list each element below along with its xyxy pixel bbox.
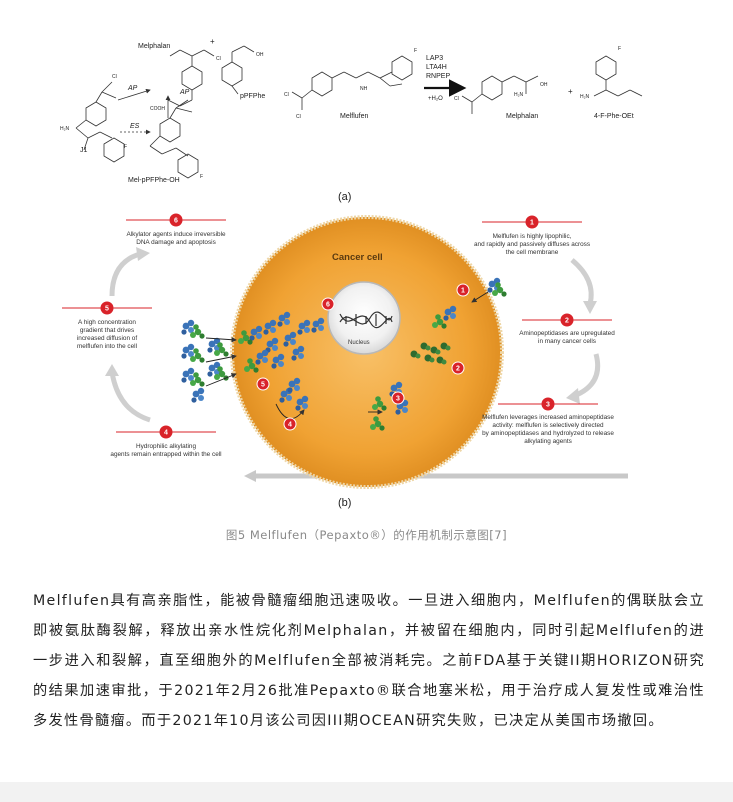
step-4: 4 Hydrophilic alkylating agents remain e… xyxy=(110,425,222,458)
svg-text:OH: OH xyxy=(256,52,264,58)
svg-text:alkylating agents: alkylating agents xyxy=(524,438,572,445)
svg-text:Aminopeptidases are upregulate: Aminopeptidases are upregulated xyxy=(519,330,615,337)
water-label: +H₂O xyxy=(428,96,443,102)
svg-text:activity: melflufen is selecti: activity: melflufen is selectively direc… xyxy=(492,422,604,429)
svg-text:the cell membrane: the cell membrane xyxy=(506,249,559,256)
svg-text:NH: NH xyxy=(360,86,368,92)
step-3: 3 Melflufen leverages increased aminopep… xyxy=(482,397,614,445)
step-2: 2 Aminopeptidases are upregulated in man… xyxy=(519,313,615,345)
svg-text:A high concentration: A high concentration xyxy=(78,319,136,326)
nucleus-label: Nucleus xyxy=(348,340,370,346)
figure-caption: 图5 Melflufen（Pepaxto®）的作用机制示意图[7] xyxy=(225,528,508,542)
melflufen-structure xyxy=(291,55,413,110)
body-paragraph: Melflufen具有高亲脂性，能被骨髓瘤细胞迅速吸收。一旦进入细胞内，Melf… xyxy=(33,593,705,729)
svg-text:6: 6 xyxy=(326,302,330,309)
svg-text:Hydrophilic alkylating: Hydrophilic alkylating xyxy=(136,443,196,450)
svg-text:2: 2 xyxy=(456,366,460,373)
ppfphe-label: pPFPhe xyxy=(240,93,265,100)
svg-text:4: 4 xyxy=(288,422,292,429)
svg-text:Melflufen leverages increased: Melflufen leverages increased aminopepti… xyxy=(482,414,614,421)
ap-label-1: AP xyxy=(127,85,138,92)
cancer-cell-label: Cancer cell xyxy=(332,252,383,263)
svg-text:gradient that drives: gradient that drives xyxy=(80,327,134,334)
svg-text:melflufen into the cell: melflufen into the cell xyxy=(77,343,137,350)
svg-text:1: 1 xyxy=(530,220,534,227)
svg-text:Melflufen is highly lipophilic: Melflufen is highly lipophilic, xyxy=(493,233,572,240)
svg-text:by aminopeptidases and hydroly: by aminopeptidases and hydrolyzed to rel… xyxy=(482,430,614,437)
melphalan-structure-left xyxy=(167,49,215,107)
svg-text:increased diffusion of: increased diffusion of xyxy=(77,335,138,342)
step-callouts: 1 Melflufen is highly lipophilic, and ra… xyxy=(62,213,615,458)
svg-text:F: F xyxy=(414,48,417,54)
svg-text:6: 6 xyxy=(174,218,178,225)
cell-step-markers: 1 2 3 4 5 6 xyxy=(256,283,470,431)
svg-text:4: 4 xyxy=(164,430,168,437)
svg-text:H₂N: H₂N xyxy=(514,92,524,98)
svg-text:3: 3 xyxy=(546,402,550,409)
step-5: 5 A high concentration gradient that dri… xyxy=(62,301,152,350)
svg-text:5: 5 xyxy=(261,382,265,389)
fphe-oet-label: 4-F-Phe-OEt xyxy=(594,113,634,120)
svg-text:H₂N: H₂N xyxy=(60,126,70,132)
panel-b: Cancer cell Nucleus xyxy=(62,213,628,509)
svg-text:5: 5 xyxy=(105,306,109,313)
svg-text:Cl: Cl xyxy=(296,114,301,120)
bottom-bar xyxy=(0,782,733,802)
svg-text:+: + xyxy=(210,37,215,46)
melphalan-structure-right xyxy=(461,75,539,114)
melphalan-label-right: Melphalan xyxy=(506,113,538,120)
svg-text:COOH: COOH xyxy=(150,106,165,112)
ppfphe-structure xyxy=(221,45,255,95)
svg-text:3: 3 xyxy=(396,396,400,403)
svg-text:DNA damage and apoptosis: DNA damage and apoptosis xyxy=(136,239,216,246)
panel-b-label: (b) xyxy=(338,497,351,509)
ap-label-2: AP xyxy=(179,89,190,96)
svg-text:F: F xyxy=(200,174,203,180)
svg-text:Cl: Cl xyxy=(112,74,117,80)
svg-text:Alkylator agents induce irreve: Alkylator agents induce irreversible xyxy=(126,231,226,238)
j1-label: J1 xyxy=(80,147,88,154)
fphe-oet-structure xyxy=(593,55,643,97)
svg-text:Cl: Cl xyxy=(284,92,289,98)
svg-text:OH: OH xyxy=(540,82,548,88)
panel-a xyxy=(75,45,643,179)
svg-text:Cl: Cl xyxy=(454,96,459,102)
svg-text:+: + xyxy=(568,87,573,96)
mel-ppfphe-label: Mel-pPFPhe-OH xyxy=(128,177,180,184)
svg-text:and rapidly and passively diff: and rapidly and passively diffuses acros… xyxy=(474,241,590,248)
enzyme-lta4h: LTA4H xyxy=(426,64,447,71)
step-6: 6 Alkylator agents induce irreversible D… xyxy=(126,213,226,246)
nucleus xyxy=(327,281,401,355)
melflufen-label: Melflufen xyxy=(340,113,369,120)
enzyme-lap3: LAP3 xyxy=(426,55,443,62)
svg-text:F: F xyxy=(124,144,127,150)
melphalan-label-left: Melphalan xyxy=(138,43,170,50)
svg-text:in many cancer cells: in many cancer cells xyxy=(538,338,596,345)
membrane-arrows xyxy=(205,291,489,419)
panel-a-labels: Melphalan + pPFPhe AP AP ES J1 Mel-pPFPh… xyxy=(60,37,634,203)
es-label: ES xyxy=(130,123,140,130)
svg-text:H₂N: H₂N xyxy=(580,94,590,100)
mechanism-figure: Melphalan + pPFPhe AP AP ES J1 Mel-pPFPh… xyxy=(60,37,643,509)
mel-ppfphe-structure xyxy=(149,99,199,179)
svg-text:1: 1 xyxy=(461,288,465,295)
enzyme-rnpep: RNPEP xyxy=(426,73,450,80)
j1-structure xyxy=(75,81,125,163)
step-1: 1 Melflufen is highly lipophilic, and ra… xyxy=(474,215,590,256)
panel-a-label: (a) xyxy=(338,191,351,203)
svg-text:F: F xyxy=(618,46,621,52)
mechanism-svg: Melphalan + pPFPhe AP AP ES J1 Mel-pPFPh… xyxy=(60,37,643,509)
dna-helix xyxy=(339,311,393,329)
svg-text:2: 2 xyxy=(565,318,569,325)
svg-text:agents remain entrapped within: agents remain entrapped within the cell xyxy=(110,451,221,458)
svg-text:Cl: Cl xyxy=(216,56,221,62)
